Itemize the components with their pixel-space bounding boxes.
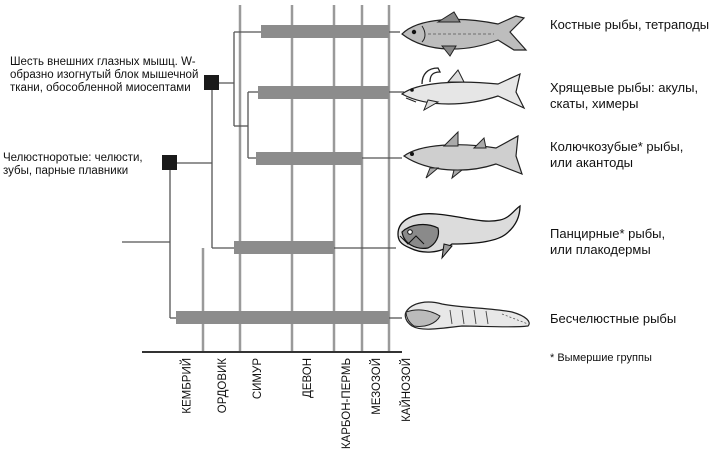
period-label-carboniferous-permian: КАРБОН-ПЕРМЬ (341, 358, 353, 450)
period-label-ordovician: ОРДОВИК (217, 358, 229, 414)
node-jaws (162, 155, 177, 170)
range-bar-acanthodians (256, 152, 362, 165)
range-bar-placoderms (234, 241, 334, 254)
node-eye-muscles (204, 75, 219, 90)
acanthodian-icon (402, 130, 523, 180)
period-label-mesozoic: МЕЗОЗОЙ (371, 358, 383, 415)
shark-icon (400, 67, 526, 112)
range-bars (176, 25, 389, 324)
group-label-bony: Костные рыбы, тетраподы (550, 17, 710, 32)
period-grid (201, 5, 391, 352)
period-label-silurian: СИМУР (252, 358, 264, 400)
range-bar-bony (261, 25, 389, 38)
jawless-fish-icon (404, 301, 530, 330)
group-label-acanthodians: Колючкозубые* рыбы, или акантоды (550, 139, 684, 170)
range-bar-jawless (176, 311, 389, 324)
period-label-devonian: ДЕВОН (302, 358, 314, 398)
bony-fish-icon (401, 11, 528, 57)
period-label-cambrian: КЕМБРИЙ (182, 358, 194, 414)
group-label-placoderms: Панцирные* рыбы, или плакодермы (550, 226, 666, 257)
node-label-eye-muscles: Шесть внешних глазных мышц. W-образно из… (10, 56, 199, 94)
node-label-jaws: Челюстноротые: челюсти, зубы, парные пла… (3, 152, 143, 177)
range-bar-cartilaginous (258, 86, 389, 99)
placoderm-icon (397, 204, 521, 260)
footnote: * Вымершие группы (550, 352, 652, 364)
group-label-jawless: Бесчелюстные рыбы (550, 311, 677, 326)
group-label-cartilaginous: Хрящевые рыбы: акулы, скаты, химеры (550, 80, 699, 111)
period-label-cenozoic: КАЙНОЗОЙ (401, 358, 413, 422)
